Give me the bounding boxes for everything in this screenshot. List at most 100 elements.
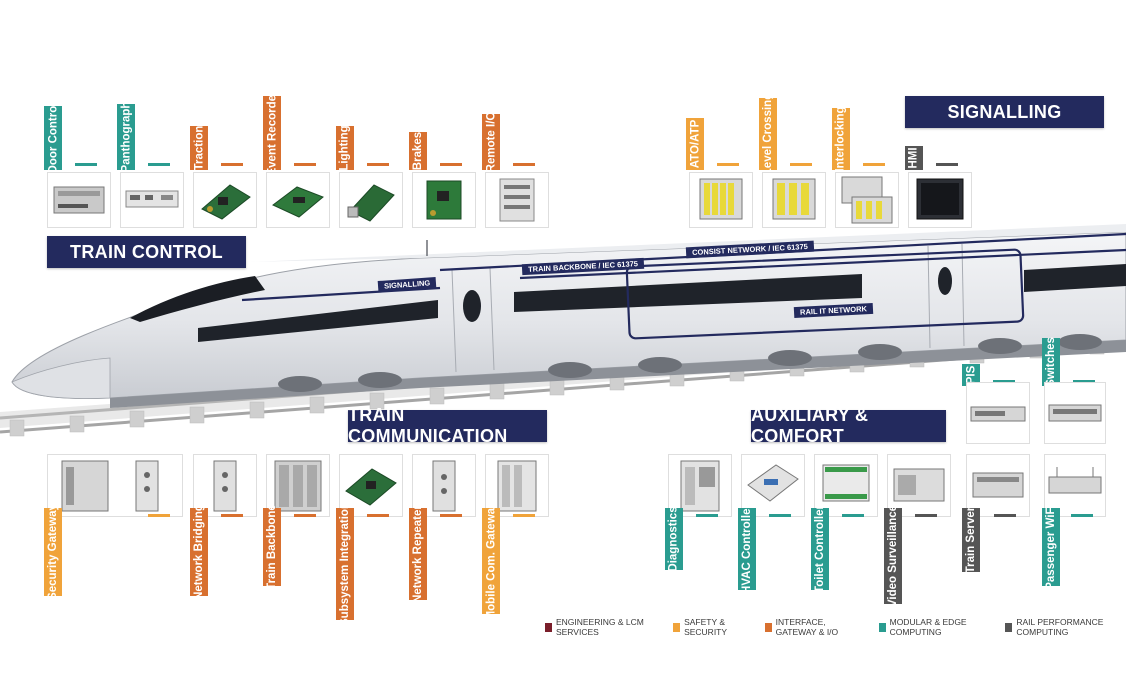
category-marker [221,514,243,517]
device-card-toilet-controller [814,454,878,517]
legend-swatch [1005,622,1013,632]
event-recorder-device-icon [272,186,324,218]
label-lighting: Lighting [336,125,354,171]
video-surveillance-device-icon [893,468,945,502]
legend-label: ENGINEERING & LCM SERVICES [555,617,644,637]
category-marker [367,514,389,517]
category-marker [696,514,718,517]
category-marker [994,514,1016,517]
legend-item-safety: SAFETY & SECURITY [673,617,751,637]
brakes-device-icon [426,180,462,220]
category-marker [717,163,739,166]
subsystem-integration-device-icon [345,468,397,506]
device-card-interlocking [835,172,899,228]
category-marker [993,380,1015,383]
device-card-switches [1044,382,1106,444]
device-card-hmi [908,172,972,228]
label-toilet-controller: Toilet Controller [811,505,829,593]
category-marker [936,163,958,166]
network-repeater-device-icon [432,460,456,512]
hmi-device-icon [916,178,964,220]
pis-device-icon [970,406,1026,422]
device-card-brakes [412,172,476,228]
category-marker [1073,380,1095,383]
panthograph-device-icon [125,190,179,208]
label-switches: Switches [1042,337,1060,387]
label-event-recorder: Event Recorder [263,90,281,176]
ato-atp-device-icon [699,178,743,220]
switches-device-icon [1048,404,1102,422]
legend-item-modular: MODULAR & EDGE COMPUTING [878,617,992,637]
section-title-auxiliary: AUXILIARY & COMFORT [751,405,946,446]
device-card-hvac-controller [741,454,805,517]
label-hvac-controller: HVAC Controller [738,504,756,594]
legend-swatch [673,622,681,632]
label-network-bridging: Network Bridging [190,504,208,600]
label-diagnostics: Diagnostics [665,506,683,572]
category-marker [790,163,812,166]
traction-device-icon [201,184,251,220]
device-card-video-surveillance [887,454,951,517]
category-marker [367,163,389,166]
label-subsystem-integration: Subsystem Integration [336,502,354,626]
label-video-surveillance: Video Surveillance [884,505,902,607]
label-remote-io: Remote I/O [482,112,500,172]
network-bridging-device-icon [213,460,237,512]
device-card-ato-atp [689,172,753,228]
legend-swatch [764,622,772,632]
label-interlocking: Interlocking [832,106,850,172]
section-title-train-communication: TRAIN COMMUNICATION [348,405,547,446]
train-backbone-device-icon [274,460,322,512]
legend-item-interface: INTERFACE, GATEWAY & I/O [764,617,865,637]
category-marker [440,163,462,166]
device-card-security-gateway [47,454,183,517]
label-ato-atp: ATO/ATP [686,118,704,170]
legend-swatch [545,622,552,632]
device-card-traction [193,172,257,228]
interlocking-device-icon [841,176,893,224]
device-card-door-control [47,172,111,228]
train-body [11,224,1126,408]
device-card-train-server [966,454,1030,517]
legend-label: RAIL PERFORMANCE COMPUTING [1016,617,1104,637]
category-marker [915,514,937,517]
category-marker [75,163,97,166]
passenger-wifi-device-icon [1048,467,1102,494]
device-card-level-crossing [762,172,826,228]
label-mobile-com-gateway: Mobile Com. Gateway [482,502,500,620]
section-title-train-control: TRAIN CONTROL [47,236,246,268]
category-marker [513,514,535,517]
device-card-mobile-com-gateway [485,454,549,517]
label-traction: Traction [190,126,208,170]
toilet-controller-device-icon [822,464,870,502]
category-marker [440,514,462,517]
label-pis: PIS [962,364,980,386]
device-card-remote-io [485,172,549,228]
train-server-device-icon [972,472,1024,498]
mobile-com-gateway-device-icon [497,460,537,512]
label-security-gateway: Security Gateway [44,504,62,600]
remote-io-device-icon [499,178,535,222]
label-train-server: Train Server [962,507,980,573]
device-card-subsystem-integration [339,454,403,517]
device-card-event-recorder [266,172,330,228]
label-passenger-wifi: Passenger WiFi [1042,504,1060,590]
hvac-controller-device-icon [747,464,799,502]
category-marker [294,514,316,517]
level-crossing-device-icon [772,178,816,220]
category-marker [842,514,864,517]
category-marker [1071,514,1093,517]
category-marker [513,163,535,166]
category-marker [769,514,791,517]
legend-label: SAFETY & SECURITY [684,617,728,637]
legend-label: MODULAR & EDGE COMPUTING [889,617,967,637]
category-marker [863,163,885,166]
label-hmi: HMI [905,146,923,170]
device-card-lighting [339,172,403,228]
legend-label: INTERFACE, GATEWAY & I/O [775,617,839,637]
category-marker [148,514,170,517]
legend: ENGINEERING & LCM SERVICES SAFETY & SECU… [545,617,1126,637]
lighting-device-icon [347,184,395,222]
